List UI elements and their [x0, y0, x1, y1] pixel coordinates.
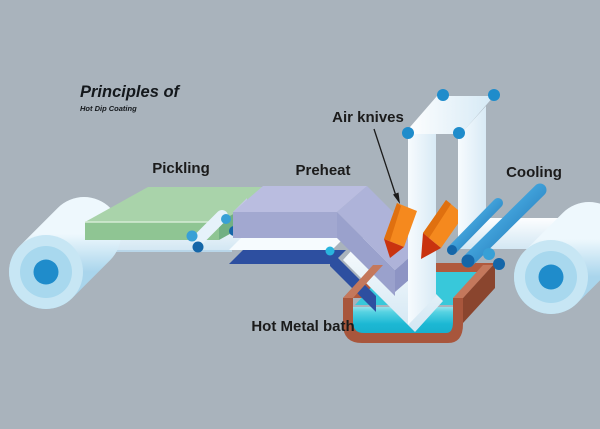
strip-descending-band [458, 106, 486, 249]
exit-coil [514, 202, 600, 314]
air-knife-left-body [384, 203, 417, 247]
cooling-roller [447, 198, 503, 255]
roller-icon [192, 241, 204, 253]
roller-icon [483, 248, 495, 260]
strip-bridge [194, 210, 228, 244]
cooling-roller-end [461, 254, 475, 268]
preheat-front-face-diagonal [337, 212, 395, 296]
label-air-knives: Air knives [332, 109, 404, 126]
cooling-roller [461, 183, 547, 268]
annotation-arrow [373, 128, 400, 204]
top-roller-icon [488, 89, 500, 101]
cooling-roller-end [447, 245, 457, 255]
bath-front-rim [343, 265, 493, 343]
arrow-head-icon [393, 192, 400, 204]
arrow-line [373, 128, 397, 197]
title-block: Principles of Hot Dip Coating [80, 83, 181, 113]
preheat-top-face [233, 186, 367, 212]
labels: Pickling Preheat Air knives Cooling Hot … [152, 109, 562, 335]
preheat-front-face [233, 212, 337, 238]
preheat-lower-layers [229, 236, 346, 264]
roller-icon [493, 258, 505, 270]
bath-u-rim [343, 298, 463, 343]
fold-roller-icon [325, 246, 335, 256]
air-knife-right-body [423, 200, 464, 248]
air-knife-right-tip [421, 233, 441, 259]
air-knife-right [421, 200, 464, 259]
preheat-bottom-plate [229, 250, 346, 264]
title-main: Principles of [80, 83, 181, 101]
preheat-strip-gap [229, 236, 346, 250]
air-knife-left-tip [384, 239, 404, 258]
air-knife-left-shade [384, 203, 401, 241]
air-knife-right-shade [423, 200, 451, 238]
title-sub: Hot Dip Coating [80, 104, 137, 113]
preheat-bottom-plate-diagonal [330, 250, 376, 312]
air-knife-left [384, 203, 417, 258]
bath-left-arm-top [343, 265, 383, 298]
strip-loop [402, 89, 500, 249]
label-hot-metal-bath: Hot Metal bath [251, 318, 354, 335]
roller-icon [221, 214, 231, 224]
pickling-front-face [85, 222, 219, 240]
roller-icon [186, 230, 198, 242]
label-preheat: Preheat [295, 162, 350, 179]
exit-coil-core [538, 264, 564, 290]
bath-right-arm-top [453, 265, 493, 298]
preheat-top-face-diagonal [337, 186, 425, 270]
pickling-top-face [85, 187, 282, 222]
top-roller-icon [453, 127, 465, 139]
strip-top-face [404, 96, 494, 134]
preheat-unit [233, 186, 425, 296]
label-pickling: Pickling [152, 160, 210, 177]
entry-coil-core [33, 259, 59, 285]
top-roller-icon [402, 127, 414, 139]
top-roller-icon [437, 89, 449, 101]
cooling-unit [447, 183, 547, 270]
entry-coil [9, 197, 121, 309]
strip-rising-band [408, 106, 436, 325]
bath-right-outer-wall [463, 263, 495, 323]
mid-rollers [186, 210, 239, 253]
label-cooling: Cooling [506, 164, 562, 181]
